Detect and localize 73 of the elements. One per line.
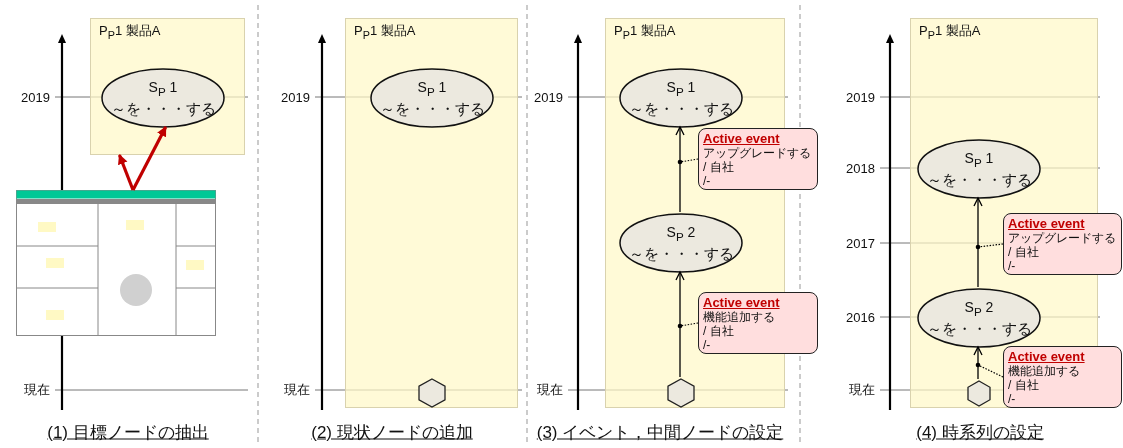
state-ellipse <box>917 288 1041 348</box>
event-text: /- <box>703 174 712 188</box>
axis-label: 現在 <box>24 381 50 399</box>
event-text: / 自社 <box>1008 245 1040 259</box>
node-id: S$_{P}$ 1 <box>417 77 447 100</box>
event-heading: Active event <box>703 131 781 146</box>
event-card <box>698 292 818 354</box>
leader-line <box>975 362 1004 378</box>
arrow <box>117 154 135 191</box>
state-ellipse <box>917 139 1041 199</box>
event-text: アップグレードする <box>703 146 812 160</box>
node-id: S$_{P}$ 1 <box>666 77 696 100</box>
state-ellipse <box>619 68 743 128</box>
node-id: S$_{P}$ 2 <box>964 297 994 320</box>
event-text: アップグレードする <box>1008 231 1117 245</box>
state-ellipse <box>370 68 494 128</box>
axis-label: 2017 <box>846 235 875 251</box>
node-text: ～を・・・する <box>379 100 485 119</box>
axis-label: 2019 <box>281 89 310 105</box>
hexagon-node <box>418 378 446 408</box>
node-text: ～を・・・する <box>926 171 1032 190</box>
axis-label: 現在 <box>537 381 563 399</box>
event-heading: Active event <box>1008 216 1086 231</box>
event-card <box>1003 213 1122 275</box>
event-heading: Active event <box>1008 349 1086 364</box>
event-text: 機能追加する <box>1008 364 1081 378</box>
panel-caption: (4) 時系列の設定 <box>916 421 1044 444</box>
state-ellipse <box>619 213 743 273</box>
panel-caption: (3) イベント，中間ノードの設定 <box>536 421 784 444</box>
picture <box>16 190 216 336</box>
leader-line <box>677 322 699 329</box>
event-heading: Active event <box>703 295 781 310</box>
event-text: /- <box>1008 392 1017 406</box>
leader-line <box>975 243 1004 250</box>
product-band <box>90 18 245 155</box>
hexagon-node <box>667 378 695 408</box>
node-id: S$_{P}$ 2 <box>666 222 696 245</box>
event-text: 機能追加する <box>703 310 776 324</box>
arrow <box>131 126 168 191</box>
event-text: / 自社 <box>703 324 735 338</box>
panel-caption: (1) 目標ノードの抽出 <box>47 421 209 444</box>
band-title: P$_{P}$1 製品A <box>99 22 161 41</box>
arrow <box>675 126 685 213</box>
event-card <box>698 128 818 190</box>
band-title: P$_{P}$1 製品A <box>614 22 676 41</box>
state-ellipse <box>101 68 225 128</box>
band-title: P$_{P}$1 製品A <box>354 22 416 41</box>
event-text: / 自社 <box>703 160 735 174</box>
product-band <box>345 18 518 408</box>
axis-label: 2019 <box>846 89 875 105</box>
event-text: /- <box>703 338 712 352</box>
leader-line <box>677 158 699 165</box>
panel-caption: (2) 現状ノードの追加 <box>311 421 473 444</box>
axis-label: 2019 <box>534 89 563 105</box>
node-text: ～を・・・する <box>926 320 1032 339</box>
event-card <box>1003 346 1122 408</box>
node-text: ～を・・・する <box>628 100 734 119</box>
event-text: / 自社 <box>1008 378 1040 392</box>
band-title: P$_{P}$1 製品A <box>919 22 981 41</box>
axis-label: 現在 <box>849 381 875 399</box>
arrow <box>973 346 983 380</box>
axis-label: 2018 <box>846 160 875 176</box>
axis-label: 2016 <box>846 309 875 325</box>
arrow <box>973 197 983 288</box>
axis-label: 現在 <box>284 381 310 399</box>
node-text: ～を・・・する <box>110 100 216 119</box>
axis-label: 2019 <box>21 89 50 105</box>
arrow <box>675 271 685 378</box>
node-id: S$_{P}$ 1 <box>148 77 178 100</box>
node-id: S$_{P}$ 1 <box>964 148 994 171</box>
node-text: ～を・・・する <box>628 245 734 264</box>
hexagon-node <box>967 380 991 407</box>
event-text: /- <box>1008 259 1017 273</box>
